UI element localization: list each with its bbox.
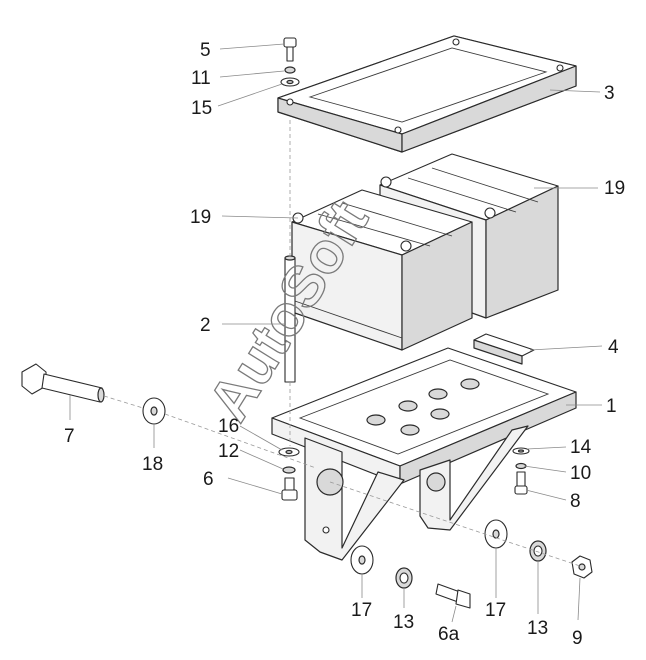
callout-13-right: 13 <box>527 618 548 639</box>
callout-12: 12 <box>218 441 239 462</box>
callout-5: 5 <box>200 40 211 61</box>
hex-nut-9 <box>571 555 593 579</box>
callout-15: 15 <box>191 98 212 119</box>
callout-17-left: 17 <box>351 600 372 621</box>
battery-cover <box>277 35 577 153</box>
callout-19-front: 19 <box>190 207 211 228</box>
callout-6a: 6a <box>438 624 460 645</box>
screw-8 <box>514 471 528 495</box>
front-battery <box>291 189 473 351</box>
callout-labels: 5 11 15 3 19 19 2 4 1 7 18 16 12 6 14 10… <box>64 40 625 649</box>
washer-14 <box>512 447 530 455</box>
callout-3: 3 <box>604 83 615 104</box>
washer-15 <box>280 77 300 87</box>
axis-line-washer18 <box>164 413 317 469</box>
callout-2: 2 <box>200 315 211 336</box>
callout-17-right: 17 <box>485 600 506 621</box>
leader-lines <box>69 43 603 623</box>
large-washer-17-right <box>484 519 508 549</box>
callout-6: 6 <box>203 469 214 490</box>
right-bracket <box>419 425 529 531</box>
axis-line-lower <box>329 481 581 567</box>
callout-13-left: 13 <box>393 612 414 633</box>
screw-6 <box>281 477 298 501</box>
callout-8: 8 <box>570 491 581 512</box>
callout-10: 10 <box>570 463 591 484</box>
large-washer-17-left <box>350 545 374 575</box>
nut-13-right <box>529 540 547 562</box>
callout-11: 11 <box>191 68 211 89</box>
callout-7: 7 <box>64 426 75 447</box>
washer-11 <box>284 66 296 74</box>
washer-12 <box>282 466 296 474</box>
axis-line-bolt7 <box>103 395 144 409</box>
screw-5 <box>283 37 297 62</box>
washer-16 <box>278 447 300 457</box>
callout-18: 18 <box>142 454 163 475</box>
large-washer-18 <box>142 397 166 425</box>
long-bolt-7 <box>21 363 105 403</box>
callout-1: 1 <box>606 396 617 417</box>
callout-14: 14 <box>570 437 592 458</box>
battery-tray <box>271 347 577 485</box>
bolt-6a <box>435 583 471 609</box>
callout-4: 4 <box>608 337 619 358</box>
callout-9: 9 <box>572 628 583 649</box>
callout-19-rear: 19 <box>604 178 625 199</box>
nut-13-left <box>395 567 413 589</box>
callout-16: 16 <box>218 416 239 437</box>
